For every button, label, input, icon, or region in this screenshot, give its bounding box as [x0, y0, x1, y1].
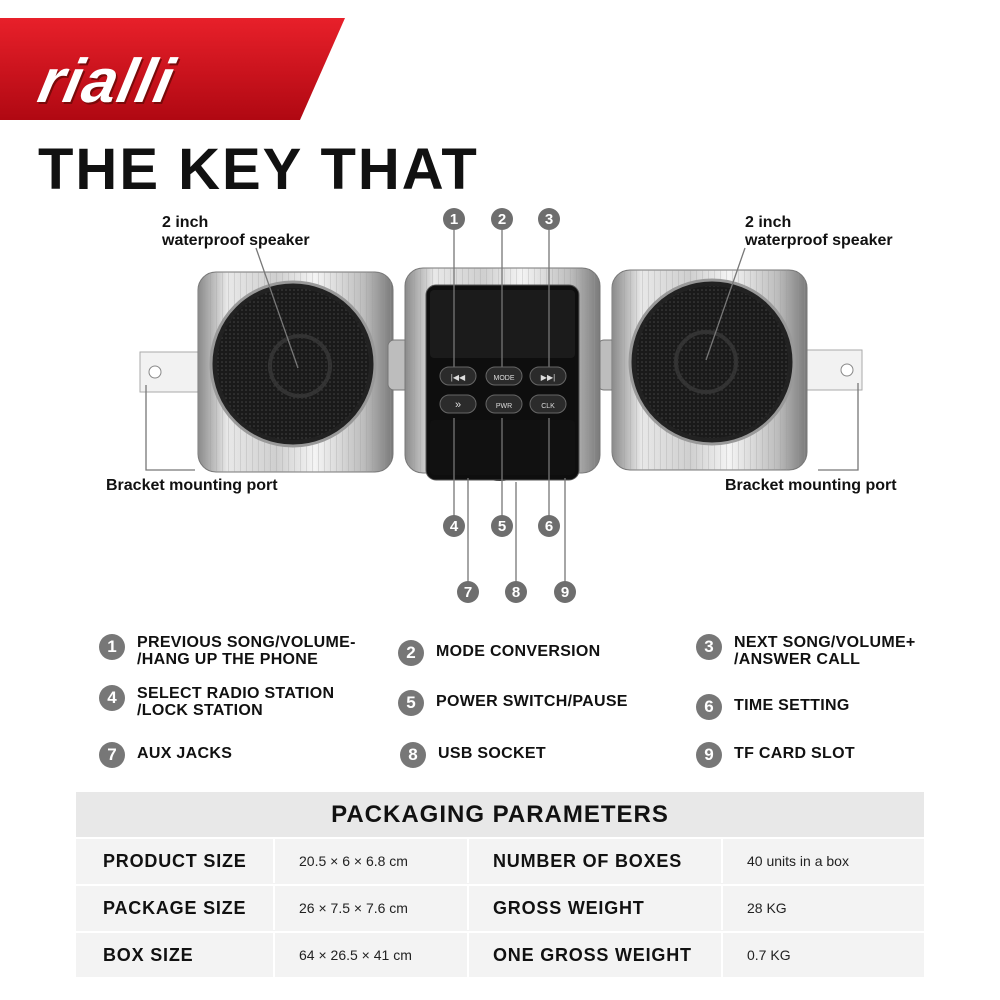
button-mode[interactable]: MODE — [485, 366, 523, 386]
brand-banner: rialli — [0, 18, 345, 120]
cell-key: PACKAGE SIZE — [76, 886, 275, 930]
legend-num-6: 6 — [696, 694, 722, 720]
legend-num-7: 7 — [99, 742, 125, 768]
leader-lines — [145, 230, 859, 582]
table-row: PRODUCT SIZE 20.5 × 6 × 6.8 cm NUMBER OF… — [76, 837, 924, 883]
button-fwd[interactable]: » — [439, 394, 477, 414]
legend-num-1: 1 — [99, 634, 125, 660]
cell-value: 26 × 7.5 × 7.6 cm — [275, 886, 469, 930]
cell-key: BOX SIZE — [76, 933, 275, 977]
button-mode-label: MODE — [494, 375, 515, 382]
legend-item-3: 3 NEXT SONG/VOLUME+ /ANSWER CALL — [696, 634, 916, 668]
product-illustration: |◀◀ MODE ▶▶| » PWR CLK — [139, 230, 863, 582]
speaker-right — [611, 269, 808, 471]
bracket-left-label: Bracket mounting port — [106, 477, 278, 494]
speaker-left — [197, 271, 394, 473]
brand-banner-shape — [0, 18, 345, 120]
brand-logo: rialli — [32, 47, 181, 116]
button-fwd-label: » — [455, 399, 461, 411]
legend-text-5: POWER SWITCH/PAUSE — [436, 693, 628, 710]
cell-key: GROSS WEIGHT — [469, 886, 723, 930]
speaker-right-label: 2 inch waterproof speaker — [745, 214, 893, 249]
marker-7: 7 — [457, 581, 479, 603]
bracket-right-label: Bracket mounting port — [725, 477, 897, 494]
legend-text-9: TF CARD SLOT — [734, 745, 855, 762]
legend-item-1: 1 PREVIOUS SONG/VOLUME- /HANG UP THE PHO… — [99, 634, 356, 668]
legend-item-7: 7 AUX JACKS — [99, 742, 232, 768]
cell-value: 28 KG — [747, 900, 787, 916]
marker-8: 8 — [505, 581, 527, 603]
button-pwr-label: PWR — [496, 403, 512, 410]
legend-num-9: 9 — [696, 742, 722, 768]
legend-item-6: 6 TIME SETTING — [696, 694, 850, 720]
legend-text-7: AUX JACKS — [137, 745, 233, 762]
legend-text-3: NEXT SONG/VOLUME+ /ANSWER CALL — [734, 634, 916, 668]
legend-num-8: 8 — [400, 742, 426, 768]
legend-text-6: TIME SETTING — [734, 697, 850, 714]
marker-1: 1 — [443, 208, 465, 230]
table-row: PACKAGE SIZE 26 × 7.5 × 7.6 cm GROSS WEI… — [76, 884, 924, 930]
marker-9: 9 — [554, 581, 576, 603]
legend-num-3: 3 — [696, 634, 722, 660]
speaker-left-label: 2 inch waterproof speaker — [162, 214, 310, 249]
table-row: BOX SIZE 64 × 26.5 × 41 cm ONE GROSS WEI… — [76, 931, 924, 977]
cell-key: PRODUCT SIZE — [76, 839, 275, 883]
legend-num-2: 2 — [398, 640, 424, 666]
legend-item-5: 5 POWER SWITCH/PAUSE — [398, 690, 628, 716]
button-clk[interactable]: CLK — [529, 394, 567, 414]
marker-3: 3 — [538, 208, 560, 230]
cell-key: ONE GROSS WEIGHT — [469, 933, 723, 977]
legend-num-5: 5 — [398, 690, 424, 716]
legend-text-8: USB SOCKET — [438, 745, 546, 762]
page-title: THE KEY THAT — [38, 137, 479, 202]
button-prev-label: |◀◀ — [451, 373, 466, 382]
bracket-left — [139, 351, 203, 393]
legend-text-4: SELECT RADIO STATION /LOCK STATION — [137, 685, 335, 719]
packaging-title: PACKAGING PARAMETERS — [76, 792, 924, 837]
cell-value: 64 × 26.5 × 41 cm — [275, 933, 469, 977]
cell-value: 20.5 × 6 × 6.8 cm — [275, 839, 469, 883]
marker-6: 6 — [538, 515, 560, 537]
marker-4: 4 — [443, 515, 465, 537]
legend-item-4: 4 SELECT RADIO STATION /LOCK STATION — [99, 685, 334, 719]
legend-item-9: 9 TF CARD SLOT — [696, 742, 855, 768]
marker-5: 5 — [491, 515, 513, 537]
legend-text-2: MODE CONVERSION — [436, 643, 601, 660]
marker-2: 2 — [491, 208, 513, 230]
button-clk-label: CLK — [541, 403, 555, 410]
packaging-table: PACKAGING PARAMETERS PRODUCT SIZE 20.5 ×… — [76, 792, 924, 977]
button-next-label: ▶▶| — [541, 373, 555, 382]
cell-value: 40 units in a box — [747, 853, 849, 869]
button-pwr[interactable]: PWR — [485, 394, 523, 414]
cell-key: NUMBER OF BOXES — [469, 839, 723, 883]
button-next[interactable]: ▶▶| — [529, 366, 567, 386]
cell-value: 0.7 KG — [747, 947, 791, 963]
legend-text-1: PREVIOUS SONG/VOLUME- /HANG UP THE PHONE — [137, 634, 356, 668]
legend-num-4: 4 — [99, 685, 125, 711]
button-prev[interactable]: |◀◀ — [439, 366, 477, 386]
bracket-right — [799, 349, 863, 391]
legend-item-2: 2 MODE CONVERSION — [398, 640, 601, 666]
legend-item-8: 8 USB SOCKET — [400, 742, 546, 768]
